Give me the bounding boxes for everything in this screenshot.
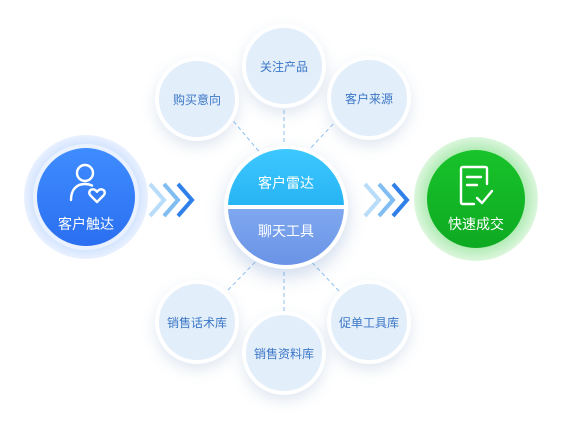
node-purchase-intent: 购买意向: [155, 57, 239, 141]
node-label: 销售话术库: [166, 315, 227, 330]
node-deal-tools: 促单工具库: [327, 280, 411, 364]
node-label: 购买意向: [172, 92, 221, 107]
document-check-icon: [459, 165, 494, 206]
node-followed-products: 关注产品: [242, 24, 326, 108]
node-label: 销售资料库: [253, 346, 314, 361]
user-heart-icon: [69, 163, 106, 204]
center-top-label: 客户雷达: [258, 176, 314, 192]
right-node-label: 快速成交: [448, 217, 504, 233]
connector-gmyx: [228, 115, 263, 156]
center-hub: 客户雷达 聊天工具: [224, 145, 348, 269]
node-sales-materials: 销售资料库: [242, 311, 326, 395]
left-node-label: 客户触达: [58, 217, 114, 233]
left-node: 客户触达: [37, 148, 135, 246]
node-customer-source: 客户来源: [327, 56, 411, 140]
connector-cdgj: [304, 254, 340, 292]
node-sales-scripts: 销售话术库: [155, 280, 239, 364]
connector-khly: [303, 118, 339, 156]
chevrons-right-icon: [363, 182, 410, 218]
center-top-half: 客户雷达: [228, 149, 344, 205]
center-bottom-label: 聊天工具: [258, 224, 314, 240]
node-label: 关注产品: [259, 59, 308, 74]
connector-xshs: [227, 253, 264, 291]
node-label: 客户来源: [344, 91, 393, 106]
chevrons-right-icon: [148, 182, 195, 218]
node-label: 促单工具库: [338, 315, 399, 330]
right-node: 快速成交: [427, 150, 525, 248]
center-bottom-half: 聊天工具: [228, 209, 344, 265]
